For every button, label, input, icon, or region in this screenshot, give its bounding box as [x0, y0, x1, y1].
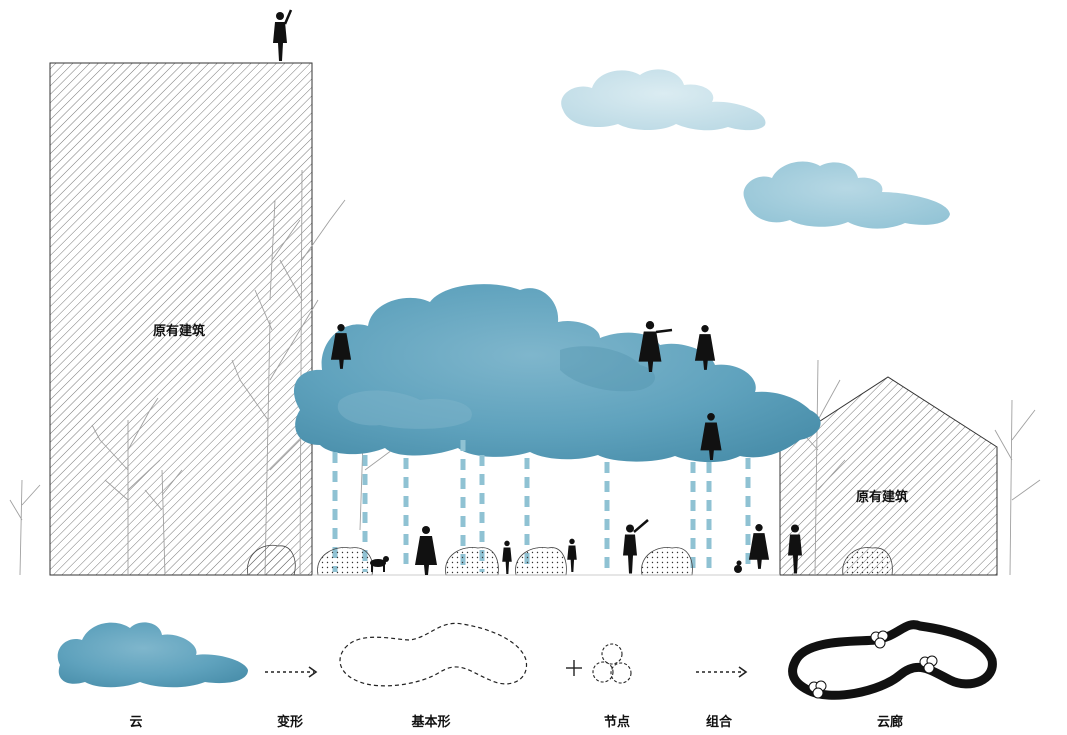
left-building-label: 原有建筑 — [153, 324, 206, 339]
person-arm — [283, 9, 293, 25]
step-label-cloud-corridor: 云廊 — [876, 715, 904, 730]
corridor-icon — [788, 620, 997, 700]
dog-icon — [370, 556, 389, 572]
person-arm — [633, 519, 649, 533]
sky-cloud-light — [561, 69, 766, 131]
person-icon — [415, 526, 437, 575]
step-label-cloud: 云 — [129, 715, 143, 730]
right-building-label: 原有建筑 — [856, 490, 909, 505]
cat-icon — [734, 560, 742, 573]
sky-cloud-mid — [743, 161, 950, 229]
basic-shape-icon — [339, 622, 528, 687]
right-building — [779, 376, 998, 576]
step-label-node: 节点 — [603, 715, 631, 730]
person-icon — [748, 524, 770, 569]
person-icon — [273, 12, 287, 61]
arrow-right-icon — [696, 666, 748, 678]
step-cloud-icon — [57, 622, 249, 688]
step-label-basic-shape: 基本形 — [411, 715, 451, 730]
bench-stones — [247, 544, 893, 576]
arrow-right-icon — [265, 666, 318, 678]
step-label-transform: 变形 — [276, 715, 304, 730]
person-icon — [567, 538, 577, 572]
person-icon — [502, 540, 512, 574]
node-icon — [592, 643, 632, 684]
main-cloud — [293, 284, 821, 463]
person-arm — [655, 328, 673, 334]
left-building — [49, 62, 313, 576]
plus-icon — [566, 660, 582, 676]
step-label-combine: 组合 — [705, 715, 733, 730]
